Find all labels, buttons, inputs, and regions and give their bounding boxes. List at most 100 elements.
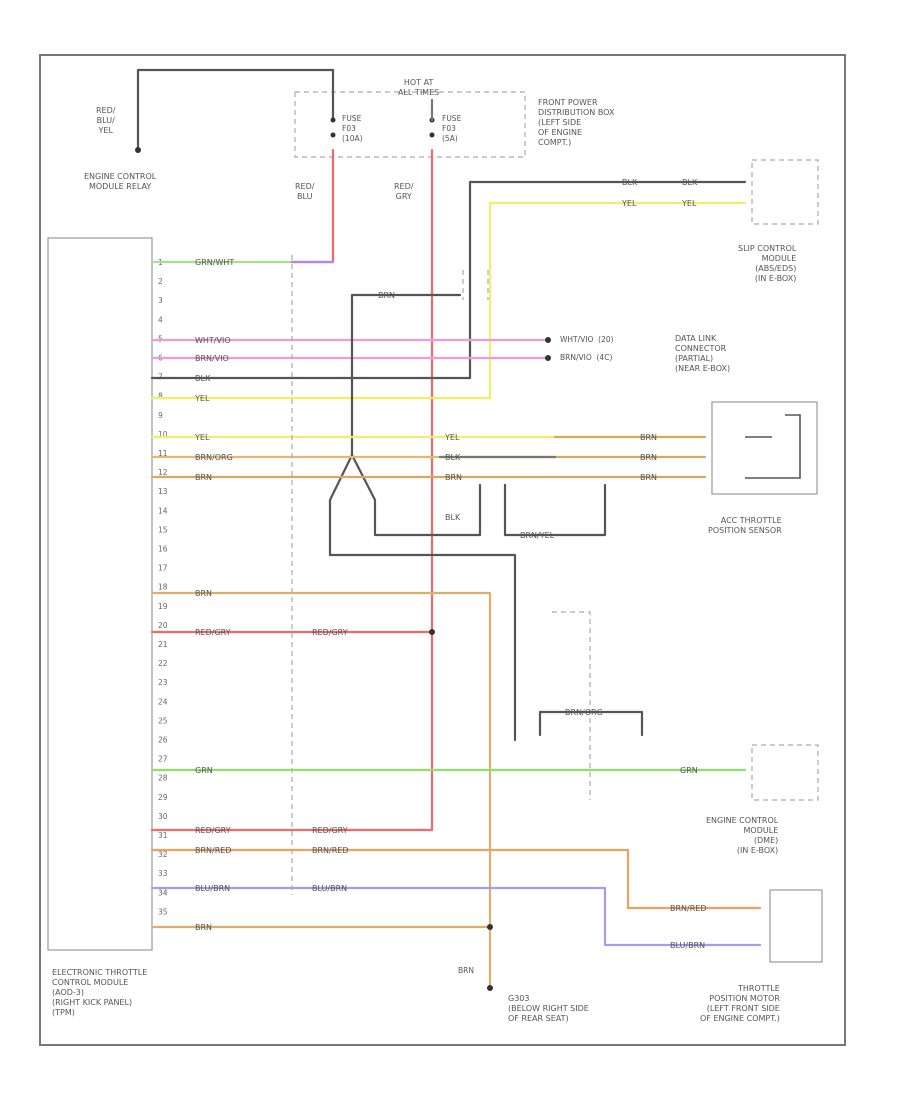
power-box-outline xyxy=(294,91,526,158)
splice-pin20 xyxy=(429,629,435,635)
red-gry-wire xyxy=(150,148,434,832)
pin-number-2: 2 xyxy=(158,277,163,286)
pin-number-15: 15 xyxy=(158,525,168,534)
wire-label-blk-top: BRN xyxy=(378,291,395,300)
red-blu-label: RED/ BLU xyxy=(295,182,315,201)
pin-number-30: 30 xyxy=(158,812,168,821)
ground-label: G303 (BELOW RIGHT SIDE OF REAR SEAT) xyxy=(508,994,589,1023)
wire-label-tps-brn: BRN xyxy=(445,473,462,482)
red-gry-label: RED/ GRY xyxy=(394,182,414,201)
pin-number-27: 27 xyxy=(158,755,168,764)
pin-number-33: 33 xyxy=(158,869,168,878)
wire-label-slip-blk: BLK xyxy=(622,178,638,187)
ground-g303 xyxy=(487,985,493,991)
fuse-a-label: FUSE F03 (10A) xyxy=(342,114,363,143)
pin-number-32: 32 xyxy=(158,850,168,859)
pin-number-13: 13 xyxy=(158,487,168,496)
relay-terminal xyxy=(135,147,141,153)
tps-box xyxy=(711,401,818,495)
wire-label-p8: YEL xyxy=(194,394,210,403)
wire-label-mot-blu: BLU/BRN xyxy=(670,941,705,950)
brn-wire-pin18 xyxy=(150,591,492,987)
pin-number-24: 24 xyxy=(158,697,168,706)
wire-label-p18: BRN xyxy=(195,589,212,598)
pin-number-25: 25 xyxy=(158,716,168,725)
wire-label-p31b: BRN/RED xyxy=(312,846,349,855)
pin-number-23: 23 xyxy=(158,678,168,687)
wire-label-tps-r1: BRN xyxy=(640,433,657,442)
tps-inner xyxy=(745,414,801,479)
wire-label-ecm-grn: GRN xyxy=(680,766,698,775)
wire-label-slip-blk2: BLK xyxy=(682,178,698,187)
diagram-frame xyxy=(39,54,846,1046)
pin-number-28: 28 xyxy=(158,774,168,783)
wire-label-p20b: RED/GRY xyxy=(312,628,348,637)
pin-number-12: 12 xyxy=(158,468,168,477)
tps-label: ACC THROTTLE POSITION SENSOR xyxy=(708,516,782,535)
pin-number-8: 8 xyxy=(158,392,163,401)
dlc-pin2-label: BRN/VIO (4C) xyxy=(560,353,613,362)
pin-number-14: 14 xyxy=(158,506,168,515)
slip-connector-line xyxy=(462,270,489,300)
wire-label-p20: RED/GRY xyxy=(195,628,231,637)
blu-brn-wire-motor xyxy=(150,886,762,947)
wire-label-p6: BRN/VIO xyxy=(195,354,229,363)
wire-label-tps-yel: YEL xyxy=(444,433,460,442)
wire-label-p10: YEL xyxy=(194,433,210,442)
pin-number-4: 4 xyxy=(158,315,163,324)
wire-label-blk-mid: BLK xyxy=(445,513,461,522)
slip-module-label: SLIP CONTROL MODULE (ABS/EDS) (IN E-BOX) xyxy=(738,244,797,283)
wire-label-p7: BLK xyxy=(195,374,211,383)
pin-number-22: 22 xyxy=(158,659,168,668)
pin-number-26: 26 xyxy=(158,736,168,745)
wire-label-p35: BRN xyxy=(195,923,212,932)
wire-label-tps-r3: BRN xyxy=(640,473,657,482)
wire-label-p27: GRN xyxy=(195,766,213,775)
wire-labels: GRN/WHTWHT/VIOBRN/VIOBLKYELYELBRN/ORGBRN… xyxy=(194,178,707,950)
relay-wire-label: RED/ BLU/ YEL xyxy=(96,106,116,135)
hot-at-all-times: HOT AT ALL TIMES xyxy=(398,78,440,97)
ground-wire-label: BRN xyxy=(458,966,474,975)
wire-label-p33b: BLU/BRN xyxy=(312,884,347,893)
pin-number-29: 29 xyxy=(158,793,168,802)
yel-wire-slip xyxy=(150,201,747,400)
pin-number-11: 11 xyxy=(158,449,168,458)
slip-module-box xyxy=(751,159,819,225)
pin-number-19: 19 xyxy=(158,602,168,611)
wire-label-ecm-loop: BRN/ORG xyxy=(565,708,603,717)
wire-label-p31: BRN/RED xyxy=(195,846,232,855)
ecm-brn-loop xyxy=(538,710,644,737)
fuse-b-label: FUSE F03 (5A) xyxy=(442,114,462,143)
pin-number-20: 20 xyxy=(158,621,168,630)
pin-number-21: 21 xyxy=(158,640,168,649)
etcm-pin-numbers: 1234567891011121314151617181920212223242… xyxy=(158,258,168,916)
etcm-label: ELECTRONIC THROTTLE CONTROL MODULE (AOD-… xyxy=(52,968,148,1017)
wire-label-slip-yel2: YEL xyxy=(681,199,697,208)
pin-number-18: 18 xyxy=(158,583,168,592)
blk-sensor-harness xyxy=(328,293,517,742)
power-box-label: FRONT POWER DISTRIBUTION BOX (LEFT SIDE … xyxy=(538,98,615,147)
ecm-box xyxy=(751,744,819,801)
etcm-module-box xyxy=(47,237,153,951)
pin-number-31: 31 xyxy=(158,831,168,840)
dlc-label: DATA LINK CONNECTOR (PARTIAL) (NEAR E-BO… xyxy=(675,334,731,373)
wire-label-tps-blk: BLK xyxy=(445,453,461,462)
motor-box xyxy=(769,889,823,963)
ecm-label: ENGINE CONTROL MODULE (DME) (IN E-BOX) xyxy=(706,816,779,855)
pin-number-16: 16 xyxy=(158,545,168,554)
pin-number-9: 9 xyxy=(158,411,163,420)
ecm-connector-bracket xyxy=(552,611,591,800)
fuse-a-contact-2 xyxy=(330,132,336,138)
splice-pin35 xyxy=(487,924,493,930)
fuse-b-contact-2 xyxy=(429,132,435,138)
dlc-pin-2 xyxy=(545,355,551,361)
dlc-pin-1 xyxy=(545,337,551,343)
pin-number-10: 10 xyxy=(158,430,168,439)
blk-wire-slip xyxy=(150,180,747,380)
wire-label-p30b: RED/GRY xyxy=(312,826,348,835)
pin-number-3: 3 xyxy=(158,296,163,305)
relay-name: ENGINE CONTROL MODULE RELAY xyxy=(84,172,157,191)
wire-label-p12: BRN xyxy=(195,473,212,482)
blk-branch xyxy=(350,453,482,537)
